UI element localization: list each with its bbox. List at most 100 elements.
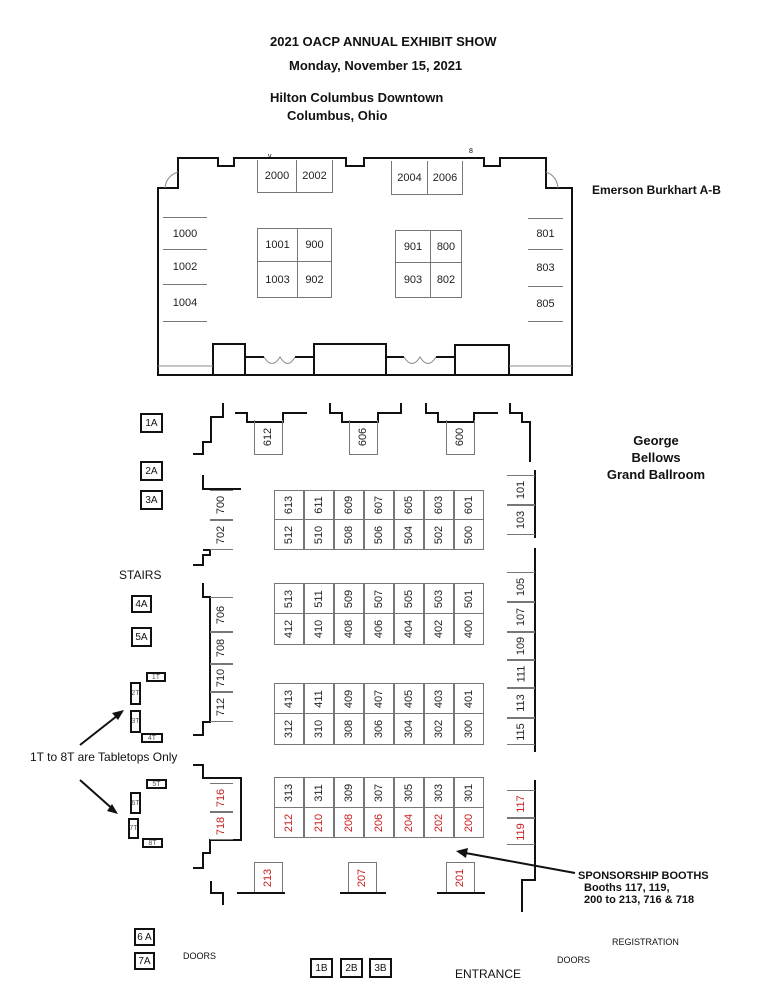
booth-115[interactable]: 115	[507, 718, 535, 745]
booth-706[interactable]: 706	[210, 597, 233, 632]
booth-402[interactable]: 402	[424, 614, 454, 645]
tabletop-7T[interactable]: 7T	[128, 818, 139, 839]
booth-311[interactable]: 311	[304, 777, 334, 808]
booth-502[interactable]: 502	[424, 520, 454, 550]
tabletop-8T[interactable]: 8T	[142, 838, 163, 848]
booth-513[interactable]: 513	[274, 583, 304, 614]
booth-710[interactable]: 710	[210, 664, 233, 692]
booth-109[interactable]: 109	[507, 632, 535, 660]
booth-501[interactable]: 501	[454, 583, 484, 614]
booth-1004[interactable]: 1004	[163, 285, 207, 322]
booth-511[interactable]: 511	[304, 583, 334, 614]
booth-805[interactable]: 805	[528, 287, 563, 322]
booth-307[interactable]: 307	[364, 777, 394, 808]
booth-903[interactable]: 903	[395, 263, 430, 298]
table-7A[interactable]: 7A	[134, 952, 155, 970]
booth-504[interactable]: 504	[394, 520, 424, 550]
booth-101[interactable]: 101	[507, 475, 535, 505]
booth-803[interactable]: 803	[528, 250, 563, 287]
tabletop-3T[interactable]: 3T	[130, 710, 141, 733]
booth-304[interactable]: 304	[394, 714, 424, 745]
table-1B[interactable]: 1B	[310, 958, 333, 978]
booth-105[interactable]: 105	[507, 572, 535, 602]
booth-207[interactable]: 207	[348, 862, 377, 892]
booth-605[interactable]: 605	[394, 490, 424, 520]
booth-117[interactable]: 117	[507, 790, 535, 818]
booth-1001[interactable]: 1001	[257, 228, 297, 262]
booth-201[interactable]: 201	[446, 862, 475, 892]
booth-411[interactable]: 411	[304, 683, 334, 714]
booth-413[interactable]: 413	[274, 683, 304, 714]
booth-718[interactable]: 718	[210, 812, 233, 840]
booth-800[interactable]: 800	[430, 230, 462, 263]
booth-1003[interactable]: 1003	[257, 262, 297, 298]
booth-902[interactable]: 902	[297, 262, 332, 298]
booth-702[interactable]: 702	[210, 520, 233, 550]
booth-507[interactable]: 507	[364, 583, 394, 614]
booth-606[interactable]: 606	[349, 420, 378, 455]
booth-2004[interactable]: 2004	[391, 161, 428, 195]
booth-406[interactable]: 406	[364, 614, 394, 645]
tabletop-1T[interactable]: 1T	[146, 672, 166, 682]
booth-204[interactable]: 204	[394, 808, 424, 838]
booth-306[interactable]: 306	[364, 714, 394, 745]
booth-1002[interactable]: 1002	[163, 250, 207, 285]
booth-412[interactable]: 412	[274, 614, 304, 645]
booth-313[interactable]: 313	[274, 777, 304, 808]
booth-2000[interactable]: 2000	[257, 160, 297, 193]
booth-409[interactable]: 409	[334, 683, 364, 714]
table-1A[interactable]: 1A	[140, 413, 163, 433]
booth-103[interactable]: 103	[507, 505, 535, 535]
booth-200[interactable]: 200	[454, 808, 484, 838]
booth-310[interactable]: 310	[304, 714, 334, 745]
booth-2006[interactable]: 2006	[428, 161, 463, 195]
booth-512[interactable]: 512	[274, 520, 304, 550]
table-4A[interactable]: 4A	[131, 595, 152, 613]
booth-2002[interactable]: 2002	[297, 160, 333, 193]
booth-900[interactable]: 900	[297, 228, 332, 262]
table-2A[interactable]: 2A	[140, 461, 163, 481]
booth-509[interactable]: 509	[334, 583, 364, 614]
tabletop-4T[interactable]: 4T	[141, 733, 163, 743]
booth-403[interactable]: 403	[424, 683, 454, 714]
booth-400[interactable]: 400	[454, 614, 484, 645]
booth-113[interactable]: 113	[507, 688, 535, 718]
booth-407[interactable]: 407	[364, 683, 394, 714]
booth-901[interactable]: 901	[395, 230, 430, 263]
table-3A[interactable]: 3A	[140, 490, 163, 510]
booth-302[interactable]: 302	[424, 714, 454, 745]
booth-404[interactable]: 404	[394, 614, 424, 645]
booth-111[interactable]: 111	[507, 660, 535, 688]
booth-107[interactable]: 107	[507, 602, 535, 632]
booth-508[interactable]: 508	[334, 520, 364, 550]
booth-503[interactable]: 503	[424, 583, 454, 614]
booth-1000[interactable]: 1000	[163, 217, 207, 250]
booth-600[interactable]: 600	[446, 420, 475, 455]
booth-208[interactable]: 208	[334, 808, 364, 838]
booth-801[interactable]: 801	[528, 218, 563, 250]
table-5A[interactable]: 5A	[131, 627, 152, 647]
booth-401[interactable]: 401	[454, 683, 484, 714]
booth-213[interactable]: 213	[254, 862, 283, 892]
booth-609[interactable]: 609	[334, 490, 364, 520]
table-2B[interactable]: 2B	[340, 958, 363, 978]
booth-802[interactable]: 802	[430, 263, 462, 298]
booth-301[interactable]: 301	[454, 777, 484, 808]
booth-700[interactable]: 700	[210, 490, 233, 520]
booth-405[interactable]: 405	[394, 683, 424, 714]
booth-716[interactable]: 716	[210, 783, 233, 812]
booth-309[interactable]: 309	[334, 777, 364, 808]
booth-119[interactable]: 119	[507, 818, 535, 845]
booth-308[interactable]: 308	[334, 714, 364, 745]
booth-506[interactable]: 506	[364, 520, 394, 550]
booth-305[interactable]: 305	[394, 777, 424, 808]
booth-202[interactable]: 202	[424, 808, 454, 838]
booth-505[interactable]: 505	[394, 583, 424, 614]
booth-410[interactable]: 410	[304, 614, 334, 645]
booth-612[interactable]: 612	[254, 420, 283, 455]
booth-206[interactable]: 206	[364, 808, 394, 838]
booth-510[interactable]: 510	[304, 520, 334, 550]
booth-408[interactable]: 408	[334, 614, 364, 645]
tabletop-2T[interactable]: 2T	[130, 682, 141, 705]
booth-708[interactable]: 708	[210, 632, 233, 664]
